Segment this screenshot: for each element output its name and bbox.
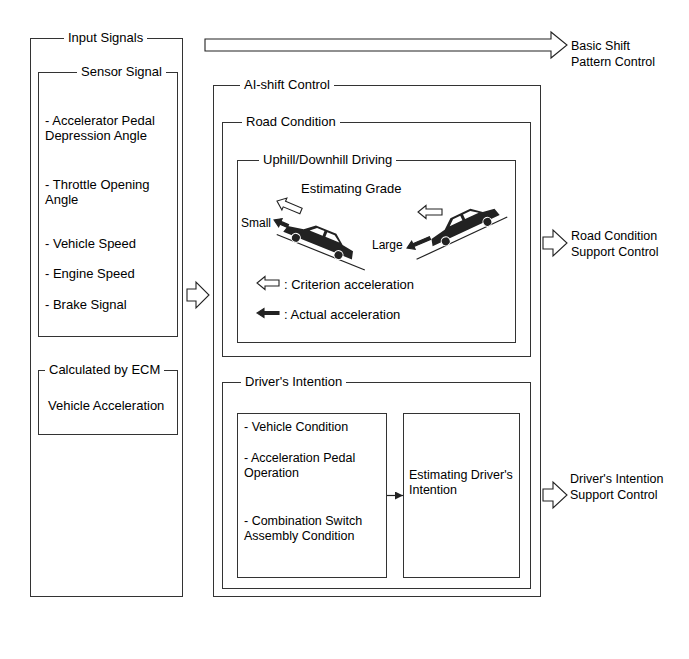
criterion-arrow <box>277 198 302 214</box>
actual-arrow <box>407 237 431 250</box>
box-heading: AI-shift Control <box>240 77 334 92</box>
input-list-box: - Vehicle Condition - Acceleration Pedal … <box>237 413 387 578</box>
car-window <box>448 208 479 226</box>
legend-sample <box>257 277 279 290</box>
box-heading: Driver's Intention <box>241 374 346 389</box>
group-box: Uphill/Downhill DrivingEstimating GradeS… <box>237 160 516 343</box>
output-label: Road Condition Support Control <box>571 229 671 260</box>
group-box: Sensor Signal - Accelerator Pedal Depress… <box>30 38 183 597</box>
group-box: - Vehicle Condition - Acceleration Pedal … <box>222 382 531 589</box>
list-item: - Engine Speed <box>45 266 173 281</box>
list-item: Estimating Grade <box>301 181 431 196</box>
car-downhill <box>277 213 374 270</box>
list-item: - Acceleration Pedal Operation <box>244 451 382 481</box>
car-wheel <box>481 216 493 228</box>
car-uphill <box>407 196 508 260</box>
box-heading: Road Condition <box>242 114 340 129</box>
output-arrow <box>543 230 567 256</box>
list-item: - Vehicle Condition <box>244 420 382 435</box>
car-body <box>425 199 500 247</box>
list-item: Vehicle Acceleration <box>48 398 173 413</box>
legend-text: : Criterion acceleration <box>284 277 414 292</box>
list-item: - Accelerator Pedal Depression Angle <box>45 113 173 143</box>
list-item: - Vehicle Speed <box>45 236 173 251</box>
box-heading: Calculated by ECM <box>45 362 164 377</box>
process-box: Estimating Driver's Intention <box>403 413 520 578</box>
car-body <box>283 215 358 259</box>
output-arrow <box>205 32 567 58</box>
flow-arrow <box>387 495 403 496</box>
box-heading: Input Signals <box>64 30 147 45</box>
layout-arrows <box>205 32 567 508</box>
car-wheel <box>440 235 452 247</box>
criterion-arrow <box>418 206 442 219</box>
grade-label: Large <box>372 238 403 253</box>
list-item: - Combination Switch Assembly Condition <box>244 514 382 544</box>
car-wheel <box>290 232 302 244</box>
car-wheel <box>333 249 345 261</box>
output-label: Basic Shift Pattern Control <box>571 39 671 70</box>
group-box: Calculated by ECMVehicle Acceleration <box>38 370 178 435</box>
block-arrow <box>187 282 209 308</box>
box-heading: Uphill/Downhill Driving <box>259 152 396 167</box>
group-box: Uphill/Downhill DrivingEstimating GradeS… <box>222 122 531 357</box>
car-window <box>310 226 342 243</box>
list-item: - Brake Signal <box>45 297 173 312</box>
actual-arrow <box>274 219 289 228</box>
output-arrow <box>543 482 567 508</box>
group-box: Uphill/Downhill DrivingEstimating GradeS… <box>213 85 541 597</box>
box-heading: Sensor Signal <box>77 64 166 79</box>
grade-label: Small <box>241 216 271 231</box>
group-box: Sensor Signal- Accelerator Pedal Depress… <box>38 72 178 337</box>
list-item: - Throttle Opening Angle <box>45 177 173 207</box>
process-text: Estimating Driver's Intention <box>409 468 515 498</box>
legend-sample <box>257 309 279 318</box>
legend-text: : Actual acceleration <box>284 307 400 322</box>
output-label: Driver's Intention Support Control <box>570 472 682 503</box>
